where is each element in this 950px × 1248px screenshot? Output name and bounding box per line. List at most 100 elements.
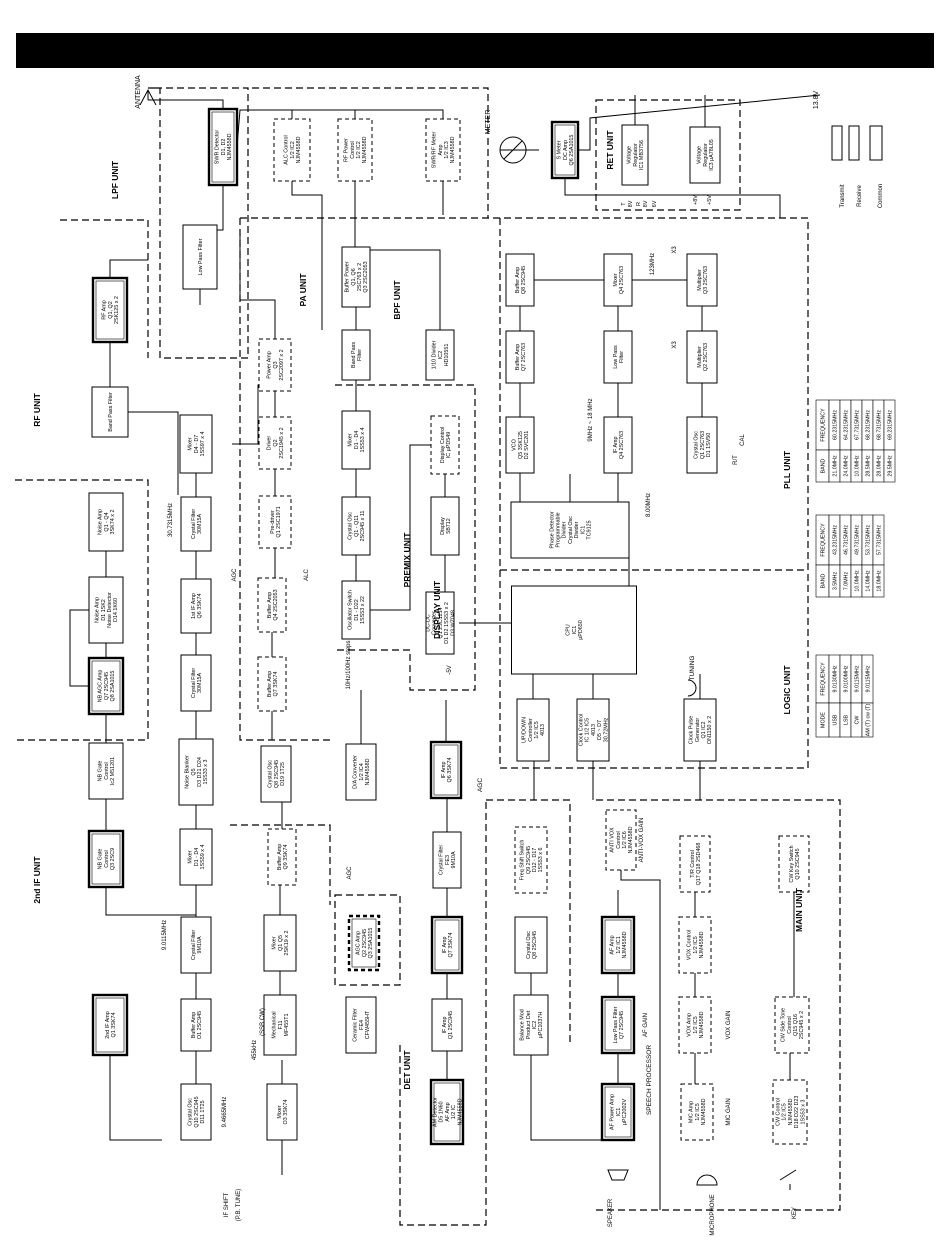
block-xosc-if-label: Crystal OscQ10 2SC945D11 1T25 <box>188 1096 206 1127</box>
block-label-line: D18 D22 D23 <box>794 1096 800 1129</box>
annotation-label: R/T <box>733 455 739 465</box>
block-clkctl: Clock ControlIC 1/2 IC54013D5 ~ D730.72M… <box>576 698 610 762</box>
block-label-line: D14 1K60 <box>113 598 119 622</box>
block-pll-buf2-label: Buffer AmpQ7 2SC763 <box>515 343 527 371</box>
microphone-symbol <box>696 1174 718 1186</box>
block-vreg2-label: VoltageRegulatorIC3 µA78L05 <box>697 139 715 171</box>
block-label-line: Buffer Amp <box>267 671 273 698</box>
block-ifamp-q1-box <box>431 998 463 1052</box>
block-label-line: Q7 3SK74 <box>448 933 454 958</box>
block-label-line: Amp <box>438 144 444 155</box>
block-label-line: Q1 Q5 <box>278 935 284 951</box>
block-bufamp-b-label: Buffer AmpQ7 3SK74 <box>267 671 279 698</box>
block-mult1-label: MultiplierQ3 2SC763 <box>697 266 709 294</box>
block-clkpulse-box <box>683 698 717 762</box>
signal-wires <box>69 94 821 1210</box>
block-label-line: 1SS59 x 4 <box>200 845 206 870</box>
unit-label: 2nd IF UNIT <box>32 856 42 904</box>
block-label-line: NB Gate <box>98 761 104 782</box>
block-cwtone-label: CW Side ToneControlQ15 Q162SC945 x 2 <box>781 1008 806 1042</box>
block-mixer-o3-label: MixerO3 3SK74 <box>277 1100 289 1125</box>
block-bufamp-b-box <box>257 656 287 712</box>
table-text: 53.7315MHz <box>866 525 872 555</box>
block-label-line: IF Amp <box>441 761 447 778</box>
annotation-label: MICROPHONE <box>710 1194 716 1235</box>
block-vreg1-label: VoltageRegulatorIC1 MB3756 <box>627 140 645 170</box>
block-label-line: Generator <box>695 718 701 742</box>
block-label-line: Multiplier <box>697 346 703 368</box>
block-label-line: D1 1SK2 <box>101 599 107 621</box>
block-lpf-af: Low Pass FilterQ7 2SC945 <box>600 995 636 1055</box>
block-ifamp-q7-inner <box>434 919 460 971</box>
block-nbagc-inner <box>91 660 121 712</box>
block-alc-ctrl-label: ALC Control1/2 IC2NJM4558D <box>284 135 302 164</box>
block-label-line: T/R Control <box>690 850 696 878</box>
block-ifamp-q7-label: IF AmpQ7 3SK74 <box>442 933 454 958</box>
block-label-line: Q7 2SC763 <box>521 343 527 371</box>
block-label-line: RF Amp <box>102 300 108 319</box>
block-label-line: Noise Amp <box>98 509 104 535</box>
table-text: 7.0MHz <box>844 572 850 591</box>
annotation-label: ANTI-VOX GAIN <box>639 818 645 863</box>
block-rf-pwr: RF PowerControl1/2 IC2NJM4558D <box>337 118 373 182</box>
block-label-line: D1 - D22 <box>354 599 360 621</box>
block-label-line: O3 3SK74 <box>283 1100 289 1125</box>
unit-label: MAIN UNIT <box>794 887 804 932</box>
block-label-line: DC-DC <box>425 614 431 631</box>
block-swr-meter-box <box>425 118 461 182</box>
block-mixer-bpf-label: MixerD1 - D41SS53 x 4 <box>348 428 366 453</box>
block-noise1-label: Noise AmpQ1 - Q43SK74 x 2 <box>98 509 116 535</box>
block-xosc-pll-box <box>686 416 718 474</box>
block-pll-buf-label: Buffer AmpQ8 2SC945 <box>515 266 527 294</box>
block-label-line: 1SS97 x 4 <box>200 432 206 457</box>
block-bufpwr-label: Buffer PowerQ1, Q62SC763 x 2Q3 2SC2053 <box>345 261 370 292</box>
table-text: BAND <box>821 573 827 588</box>
block-dcdc: DC-DCConverterQ1 2SC1214D1 D2 1SS53 x 2D… <box>425 591 456 655</box>
annotation-label: AF GAIN <box>643 1013 649 1037</box>
table-pll: BANDFREQUENCY21.0MHz60.2315MHz24.0MHz64.… <box>815 399 896 483</box>
block-antivox-label: ANTI VOXControl1/2 IC6NJM4558D <box>610 826 635 853</box>
block-label-line: Balance Mod <box>520 1009 526 1040</box>
block-lpf-af-label: Low Pass FilterQ7 2SC945 <box>613 1006 625 1043</box>
block-agcamp-inner <box>351 918 377 968</box>
table-text: 68.2315MHz <box>866 410 872 440</box>
block-label-line: AM Detector <box>432 1097 438 1127</box>
block-ifamp-q1: IF AmpQ1 2SC945 <box>431 998 463 1052</box>
block-label-line: Control <box>787 1016 793 1033</box>
block-label-line: 1/2 IC5 <box>693 936 699 953</box>
symbols <box>139 88 883 1190</box>
block-label-line: Mixer <box>277 1105 283 1118</box>
block-rfamp: RF AmpQ1, Q22SK125 x 2 <box>91 276 129 344</box>
block-label-line: Crystal Filter <box>191 930 197 960</box>
block-swr-det-box <box>207 107 239 187</box>
block-xflt2-label: Crystal Filter30M15A <box>191 668 203 698</box>
block-label-line: 9M10A <box>451 851 457 868</box>
block-oscsw-box <box>341 580 371 640</box>
annotation-label: ALC <box>304 568 310 580</box>
block-label-line: Q3 <box>273 361 279 368</box>
block-label-line: UP/DOWN <box>522 717 528 743</box>
block-label-line: Crystal Filter <box>191 668 197 698</box>
antenna-symbol <box>139 88 157 106</box>
block-nblank-label: Noise BlankerQ5D3 D21 D241SS33 x 3 <box>185 755 210 789</box>
block-label-line: Control <box>350 141 356 158</box>
block-mech-box <box>263 994 297 1056</box>
block-alc-ctrl-box <box>273 118 311 182</box>
annotation-label: TUNING <box>689 656 696 681</box>
block-voxctl-box <box>678 916 712 974</box>
block-label-line: Noise Blanker <box>185 755 191 789</box>
block-label-line: Programmable <box>555 512 561 547</box>
block-cwtone-box <box>774 996 810 1054</box>
block-mixer-2if-box <box>179 828 213 886</box>
block-clkpulse: Clock PulseGeneratorQ1 IC2ON1150 x 2 <box>683 698 717 762</box>
block-label-line: AF Power Amp <box>610 1094 616 1130</box>
block-label-line: 1SS33 x 3 <box>203 760 209 785</box>
block-if2amp-inner <box>95 997 125 1053</box>
block-if2amp-label: 2nd IF AmpQ1 3SK74 <box>105 1011 117 1039</box>
block-label-line: Divider <box>562 521 568 538</box>
block-bufamp-a-box <box>257 577 287 633</box>
block-label-line: VOX Amp <box>687 1013 693 1037</box>
annotation-label: X3 <box>672 246 678 254</box>
block-bufamp-rf: Buffer AmpQ9 3SK74 <box>267 828 297 886</box>
block-label-line: D1 - D4 <box>354 431 360 450</box>
